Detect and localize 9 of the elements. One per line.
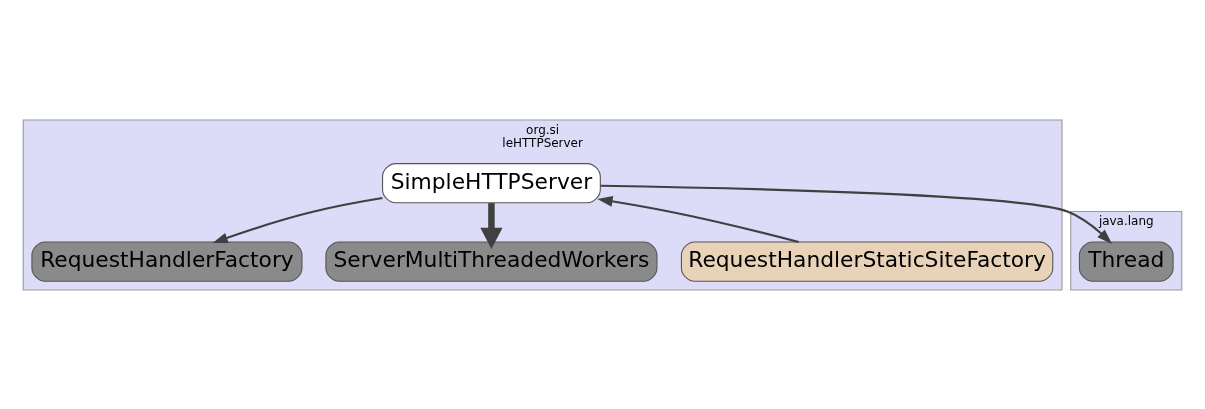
arrow	[597, 195, 799, 243]
node-box: ServerMultiThreadedWorkers	[325, 240, 658, 282]
arrow	[212, 196, 383, 243]
node-box: RequestHandlerStaticSiteFactory	[680, 240, 1054, 282]
arrow	[600, 184, 1113, 244]
arrow	[480, 202, 503, 249]
node-box: RequestHandlerFactory	[31, 240, 303, 282]
node-box: SimpleHTTPServer	[382, 162, 601, 203]
node-box: Thread	[1078, 240, 1174, 282]
